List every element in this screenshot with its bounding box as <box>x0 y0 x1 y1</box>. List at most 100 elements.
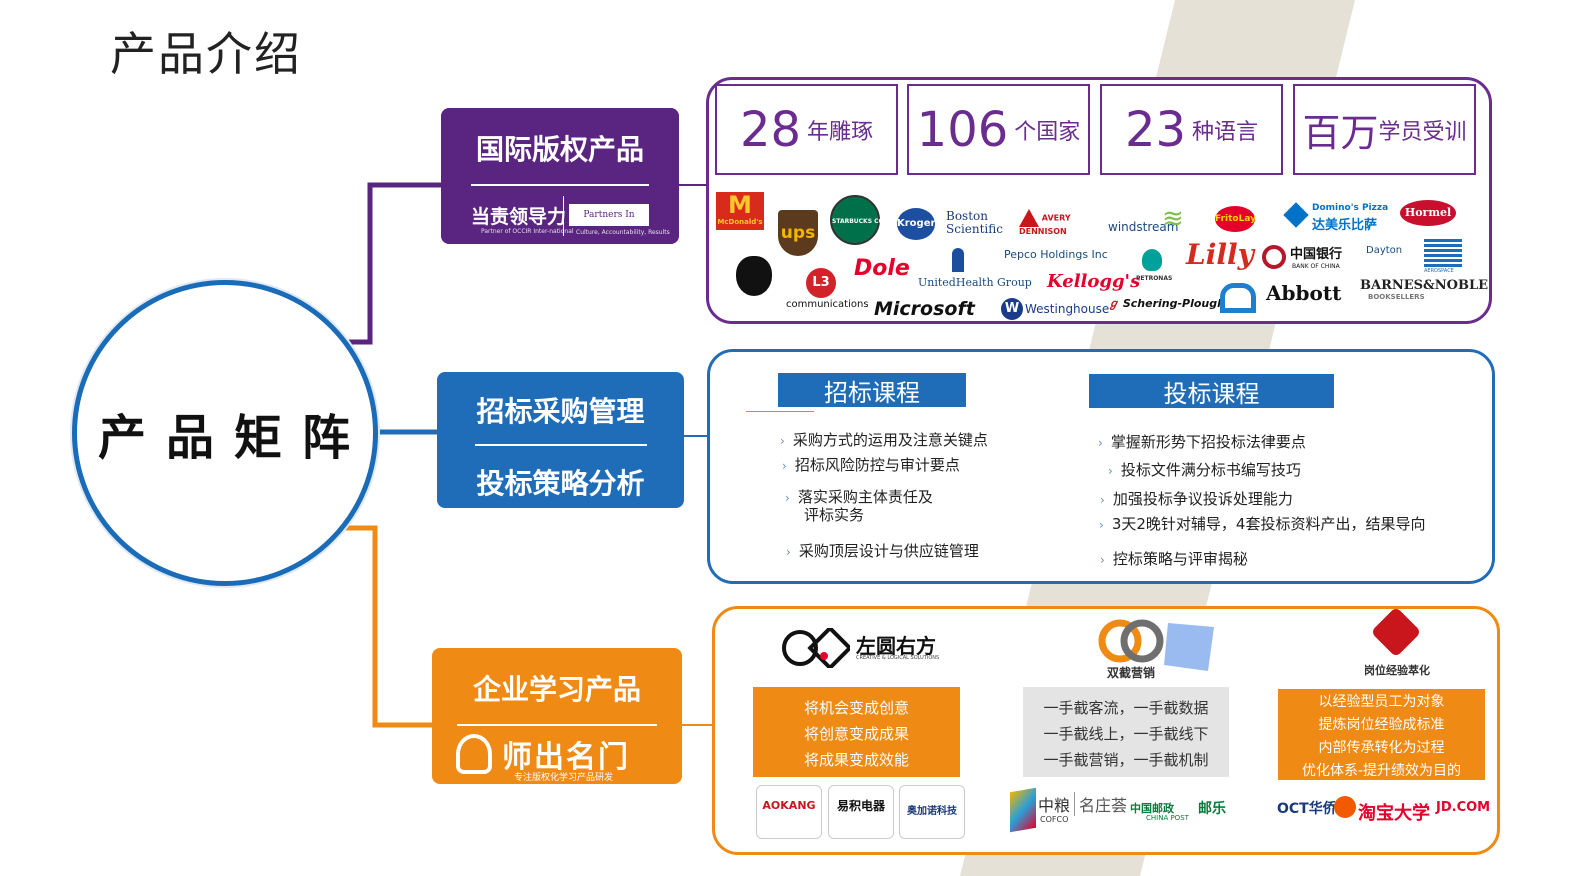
client-chinapost-en: CHINA POST <box>1146 814 1189 822</box>
divider <box>563 196 564 236</box>
chevron-right-icon: › <box>1100 493 1105 507</box>
client-chinapost-logo: 中国邮政 <box>1130 802 1174 815</box>
bidding-title-top: 招标采购管理 <box>476 395 645 428</box>
bidding-title-bottom: 投标策略分析 <box>476 467 645 500</box>
chevron-right-icon: › <box>1100 553 1105 567</box>
abbott-icon <box>1220 283 1256 313</box>
client-aojianuo-logo: 奥加诺科技 <box>899 785 965 839</box>
international-panel <box>706 77 1492 324</box>
pepco-logo: Pepco Holdings Inc <box>1004 248 1108 261</box>
chevron-right-icon: › <box>782 459 787 473</box>
aerospace-icon <box>1424 237 1462 267</box>
international-title: 国际版权产品 <box>475 133 644 166</box>
page-title: 产品介绍 <box>110 27 302 81</box>
cofco-icon <box>1010 787 1036 833</box>
brand-accountability-leadership: 当责领导力 <box>471 206 567 228</box>
international-copyright-category: 国际版权产品 当责领导力 Partner of OCCIR Inter-nati… <box>441 108 679 244</box>
westinghouse-logo: Westinghouse <box>1025 302 1110 316</box>
client-oct-logo: OCT华侨城 <box>1277 801 1351 817</box>
petronas-logo: PETRONAS <box>1136 275 1173 282</box>
l3-icon: L3 <box>806 268 836 298</box>
chevron-right-icon: › <box>786 545 791 559</box>
dayton-logo: Dayton <box>1366 245 1403 256</box>
client-cofco-logo: 中粮 <box>1038 796 1071 815</box>
windstream-logo: windstream <box>1108 220 1179 234</box>
avery-triangle-icon <box>1019 209 1039 227</box>
client-mingzhuanghui-logo: 名庄荟 <box>1074 792 1127 816</box>
product-gangwei-description: 以经验型员工为对象 提炼岗位经验成标准 内部传承转化为过程 优化体系-提升绩效为… <box>1278 689 1485 780</box>
stat-trainees: 百万学员受训 <box>1293 84 1476 175</box>
kelloggs-logo: Kellogg's <box>1047 271 1141 292</box>
unitedhealth-logo: UnitedHealth Group <box>918 276 1032 289</box>
client-youle-logo: 邮乐 <box>1198 801 1226 817</box>
boc-en-logo: BANK OF CHINA <box>1292 263 1340 270</box>
list-item: ›3天2晚针对辅导，4套投标资料产出，结果导向 <box>1099 515 1426 533</box>
brand-shichumingmen-sub: 专注版权化学习产品研发 <box>514 773 614 783</box>
divider <box>457 724 657 726</box>
tab-tender-course[interactable]: 招标课程 <box>778 373 966 407</box>
petronas-icon <box>1142 249 1162 271</box>
schering-icon: ℊ <box>1108 297 1119 310</box>
hormel-logo: Hormel <box>1400 200 1456 226</box>
lilly-logo: Lilly <box>1186 238 1254 271</box>
aerospace-logo: AEROSPACE <box>1424 268 1454 274</box>
brand1-subtitle: Partner of OCCIR Inter-national <box>481 228 574 235</box>
client-jd-logo: JD.COM <box>1436 800 1491 815</box>
product-shuangjie-name: 双截营销 <box>1107 666 1156 680</box>
zuoyuan-youfang-icon <box>782 628 850 668</box>
ups-logo: ups <box>778 210 818 256</box>
brand-partners-in-leadership: Partners In Leadership <box>569 204 649 242</box>
shichumingmen-icon <box>456 734 492 774</box>
client-aokang-logo: AOKANG <box>756 785 822 839</box>
list-item: ›掌握新形势下招投标法律要点 <box>1098 433 1306 451</box>
product-shuangjie-description: 一手截客流，一手截数据 一手截线上，一手截线下 一手截营销，一手截机制 <box>1023 687 1229 777</box>
client-yiji-logo: 易积电器 <box>828 785 894 839</box>
dominos-logo: Domino's Pizza <box>1312 203 1389 213</box>
client-taobao-logo: 淘宝大学 <box>1358 803 1430 824</box>
unitedhealth-icon <box>952 248 964 272</box>
chevron-right-icon: › <box>1108 464 1113 478</box>
list-item: ›落实采购主体责任及 <box>785 488 933 506</box>
product-zuoyuan-youfang-name: 左圆右方 <box>856 634 936 658</box>
boc-logo: 中国银行 <box>1290 247 1343 262</box>
westinghouse-icon: W <box>1001 298 1023 320</box>
brand2-subtitle: Culture, Accountability, Results <box>576 229 670 236</box>
list-item: ›控标策略与评审揭秘 <box>1100 550 1248 568</box>
list-item: ›采购方式的运用及注意关键点 <box>780 431 988 449</box>
boc-icon <box>1262 245 1286 269</box>
fritolay-logo: FritoLay <box>1215 206 1256 232</box>
tab-bid-course[interactable]: 投标课程 <box>1089 374 1334 408</box>
enterprise-learning-category: 企业学习产品 师出名门 专注版权化学习产品研发 <box>432 648 682 784</box>
list-item-continued: 评标实务 <box>804 506 865 524</box>
chevron-right-icon: › <box>780 434 785 448</box>
list-item: ›加强投标争议投诉处理能力 <box>1100 490 1293 508</box>
chevron-right-icon: › <box>785 491 790 505</box>
dominos-cn-logo: 达美乐比萨 <box>1312 218 1378 233</box>
chevron-right-icon: › <box>1098 436 1103 450</box>
windstream-wave-icon: ≋ <box>1162 204 1184 234</box>
product-matrix-hub: 产品矩阵 <box>72 280 378 586</box>
list-item: ›招标风险防控与审计要点 <box>782 456 960 474</box>
schering-plough-logo: ℊ Schering-Plough <box>1108 297 1225 310</box>
divider <box>474 444 647 446</box>
mcdonalds-logo: M McDonald's <box>716 192 764 230</box>
list-item: ›投标文件满分标书编写技巧 <box>1108 461 1301 479</box>
divider <box>746 411 814 412</box>
enterprise-title: 企业学习产品 <box>472 673 641 706</box>
product-zuoyuan-youfang-sub: CREATIVE & LOGICAL SOLUTIONS <box>856 655 940 661</box>
bidding-category: 招标采购管理 投标策略分析 <box>437 372 684 508</box>
product-gangwei-name: 岗位经验萃化 <box>1364 664 1430 677</box>
abbott-logo: Abbott <box>1266 281 1342 305</box>
dole-logo: Dole <box>854 256 910 281</box>
barnes-noble-sub: BOOKSELLERS <box>1368 293 1425 301</box>
barnes-noble-logo: BARNES&NOBLE <box>1360 278 1489 293</box>
avery-dennison-logo: AVERY DENNISON <box>1019 209 1089 236</box>
l3-logo: communications <box>786 299 869 310</box>
hub-label: 产品矩阵 <box>97 410 370 466</box>
brand-shichumingmen: 师出名门 <box>502 740 630 775</box>
list-item: ›采购顶层设计与供应链管理 <box>786 542 979 560</box>
